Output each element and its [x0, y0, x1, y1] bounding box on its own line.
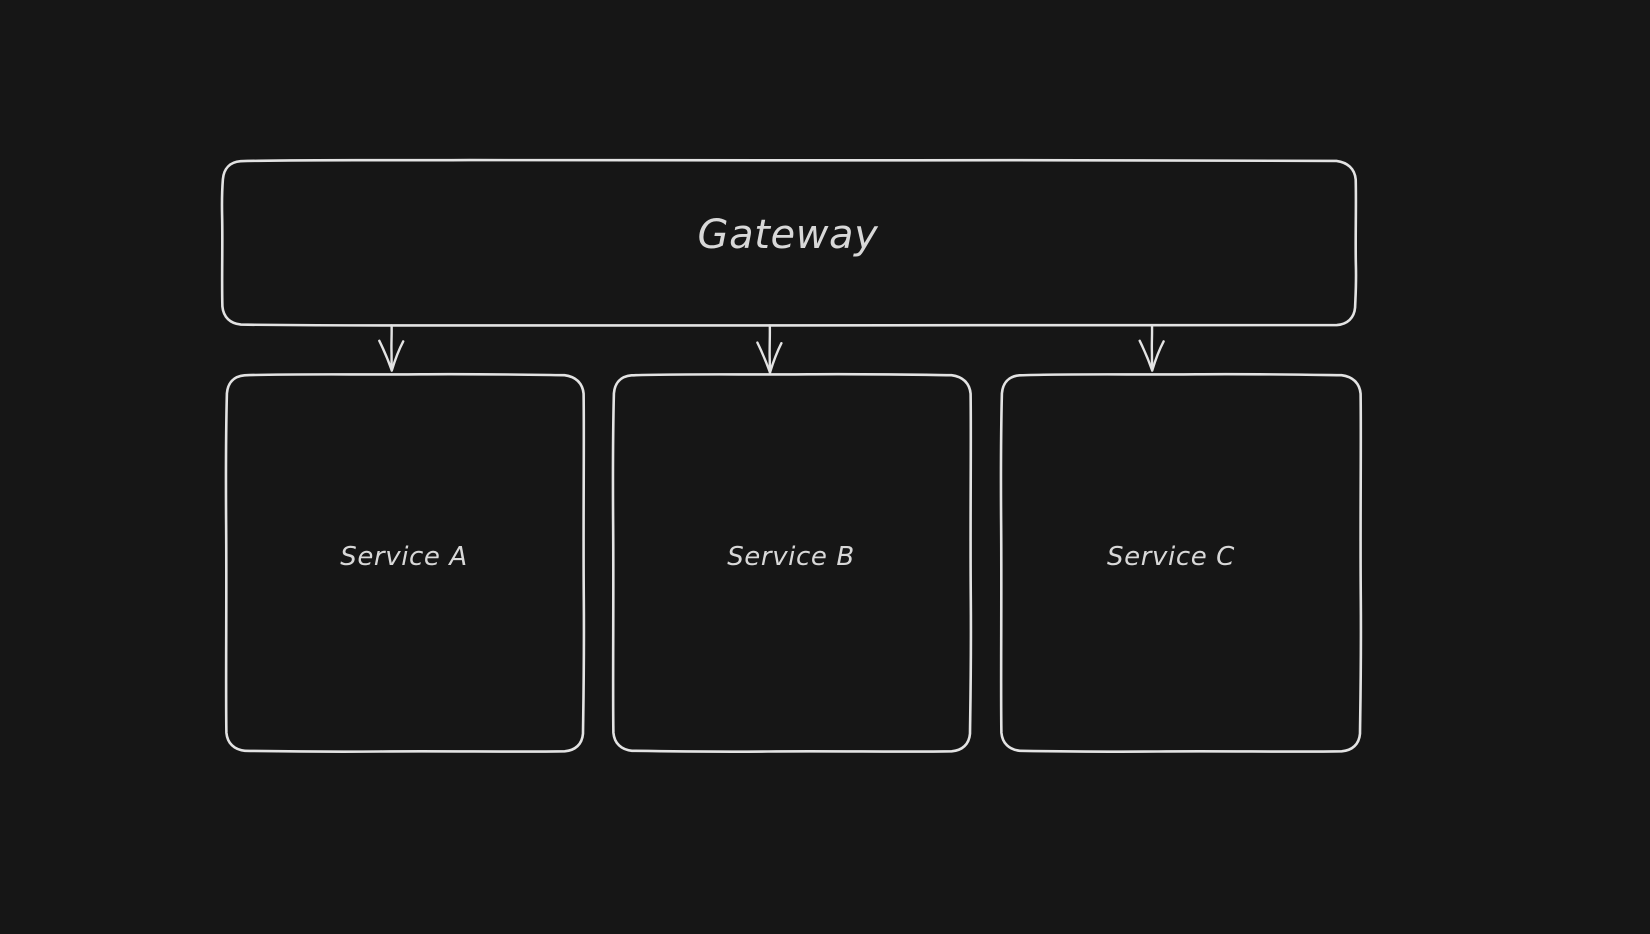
node-service-b-label: Service B: [727, 542, 855, 572]
node-service-a[interactable]: Service A: [224, 372, 586, 753]
edge-gateway-to-service-c: [1138, 324, 1165, 372]
edge-gateway-to-service-b: [756, 324, 783, 374]
edge-gateway-to-service-a-arrowhead: [378, 339, 405, 372]
node-service-c-shape: [999, 372, 1363, 753]
node-service-b[interactable]: Service B: [611, 372, 973, 753]
node-gateway-label: Gateway: [698, 212, 880, 258]
edge-gateway-to-service-a: [378, 324, 405, 372]
node-gateway-shape: [220, 158, 1358, 327]
node-service-b-shape: [611, 372, 973, 753]
node-service-a-shape: [224, 372, 586, 753]
node-service-a-label: Service A: [340, 542, 468, 572]
edge-gateway-to-service-c-arrowhead: [1138, 339, 1165, 372]
node-service-c[interactable]: Service C: [999, 372, 1363, 753]
node-gateway[interactable]: Gateway: [220, 158, 1358, 327]
edge-gateway-to-service-b-arrowhead: [756, 341, 783, 374]
node-service-c-label: Service C: [1107, 542, 1235, 572]
